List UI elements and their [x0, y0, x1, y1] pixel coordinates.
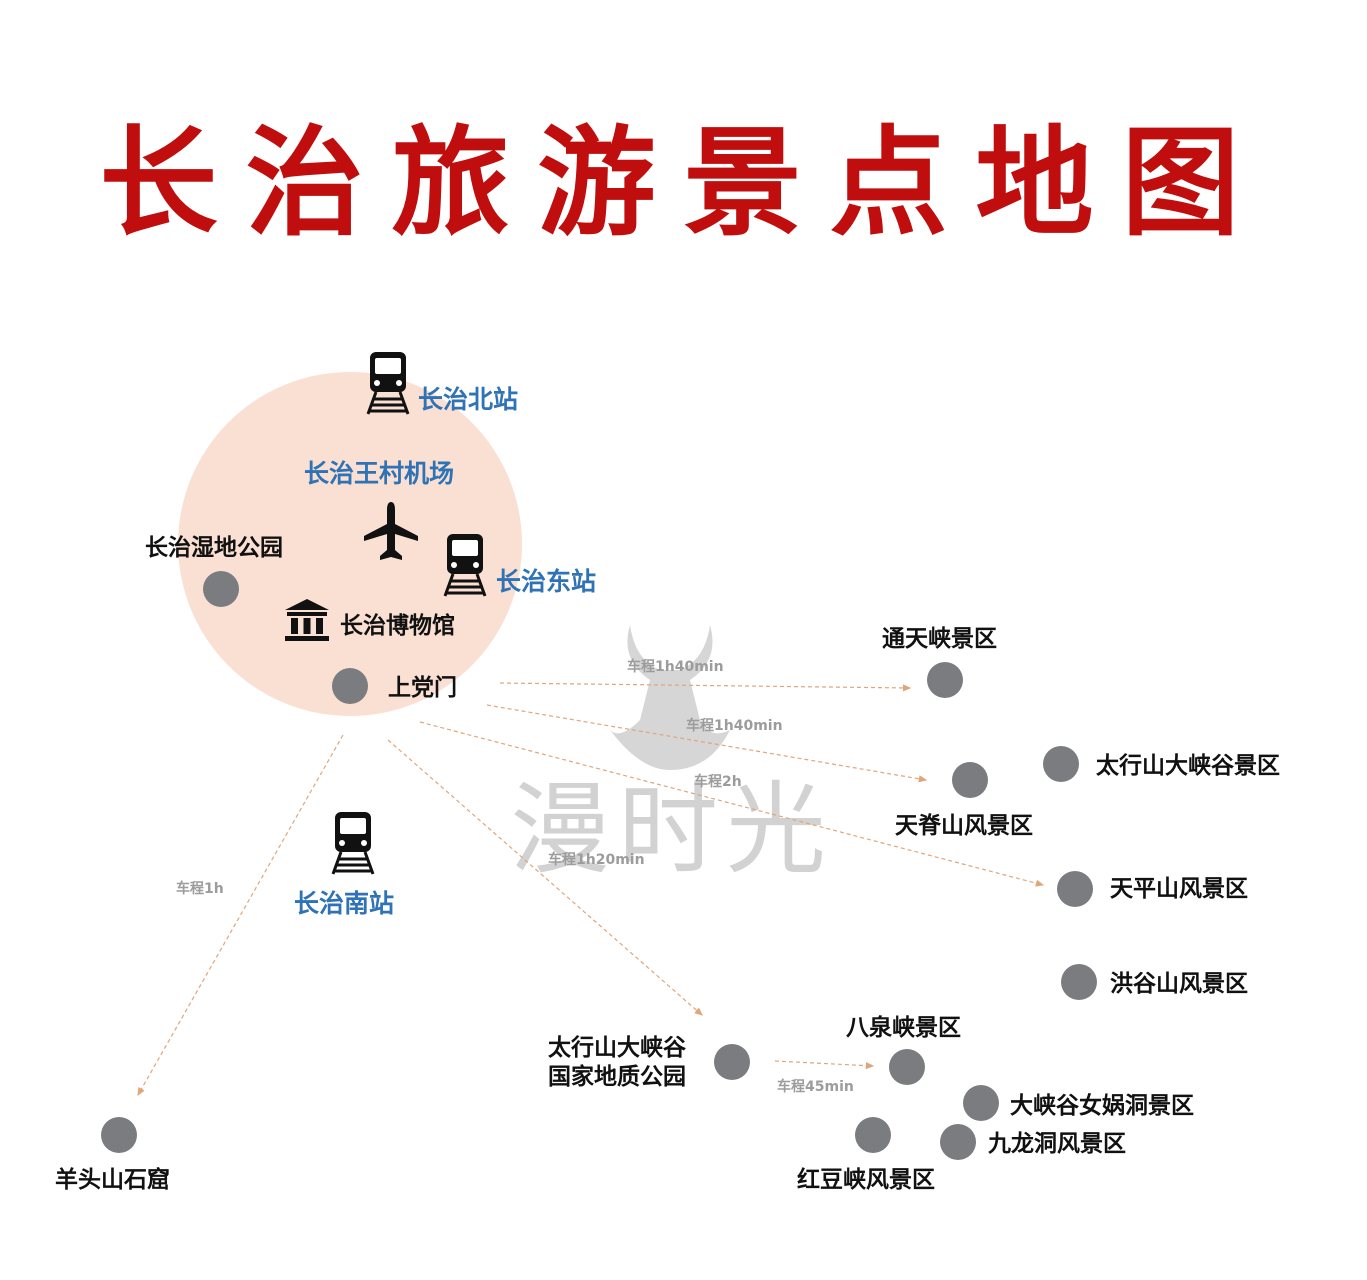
- wetland-park-label: 长治湿地公园: [145, 535, 283, 561]
- tongtianxia-label: 通天峡景区: [882, 626, 997, 652]
- train-icon: [366, 352, 410, 415]
- train-icon: [443, 534, 487, 597]
- east-station-label: 长治东站: [496, 567, 597, 596]
- wetland-park-marker[interactable]: [203, 571, 239, 607]
- geopark-label-line1: 太行山大峡谷: [548, 1035, 686, 1061]
- tianpingshan-label: 天平山风景区: [1110, 876, 1248, 902]
- route-time-tongtianxia: 车程1h40min: [627, 659, 724, 675]
- shangdangmen-marker[interactable]: [332, 668, 368, 704]
- tianpingshan-marker[interactable]: [1057, 871, 1093, 907]
- route-time-yangtoushan: 车程1h: [176, 881, 224, 897]
- jiulong-cave-label: 九龙洞风景区: [988, 1131, 1126, 1157]
- route-time-baquanxia: 车程45min: [777, 1079, 854, 1095]
- baquanxia-label: 八泉峡景区: [846, 1015, 961, 1041]
- airplane-icon: [364, 502, 418, 560]
- route-time-tianjishan: 车程1h40min: [686, 718, 783, 734]
- nuwa-cave-marker[interactable]: [963, 1085, 999, 1121]
- south-station-label: 长治南站: [294, 889, 395, 918]
- geopark-label-line2: 国家地质公园: [548, 1064, 686, 1090]
- tianjishan-label: 天脊山风景区: [895, 813, 1033, 839]
- taihang-canyon-marker[interactable]: [1043, 746, 1079, 782]
- hongdouxia-marker[interactable]: [855, 1117, 891, 1153]
- geopark-marker[interactable]: [714, 1044, 750, 1080]
- hongyushan-marker[interactable]: [1061, 964, 1097, 1000]
- nuwa-cave-label: 大峡谷女娲洞景区: [1010, 1093, 1194, 1119]
- watermark-text: 漫时光: [510, 771, 834, 888]
- tianjishan-marker[interactable]: [952, 762, 988, 798]
- watermark-deer-icon: [610, 625, 730, 770]
- north-station-label: 长治北站: [418, 385, 519, 414]
- hongdouxia-label: 红豆峡风景区: [797, 1167, 935, 1193]
- museum-label: 长治博物馆: [340, 613, 455, 639]
- route-time-tianpingshan: 车程2h: [694, 774, 742, 790]
- airport-label: 长治王村机场: [304, 459, 455, 488]
- route-time-geopark: 车程1h20min: [548, 852, 645, 868]
- yangtoushan-label: 羊头山石窟: [55, 1167, 170, 1193]
- museum-icon: [285, 599, 329, 641]
- hongyushan-label: 洪谷山风景区: [1110, 971, 1248, 997]
- taihang-canyon-label: 太行山大峡谷景区: [1096, 753, 1280, 779]
- baquanxia-marker[interactable]: [889, 1049, 925, 1085]
- yangtoushan-marker[interactable]: [101, 1117, 137, 1153]
- page-title: 长治旅游景点地图: [99, 114, 1268, 252]
- jiulong-cave-marker[interactable]: [940, 1124, 976, 1160]
- shangdangmen-label: 上党门: [388, 675, 457, 701]
- train-icon: [331, 812, 375, 875]
- tongtianxia-marker[interactable]: [927, 662, 963, 698]
